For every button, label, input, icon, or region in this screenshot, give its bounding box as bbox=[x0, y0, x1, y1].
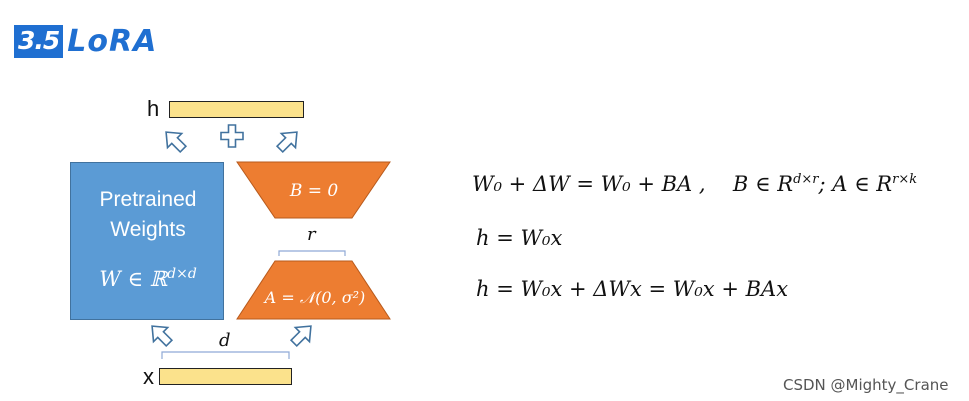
equation-1-a-exponent: r×k bbox=[892, 172, 918, 187]
equation-1-a: ; A ∈ R bbox=[818, 172, 893, 196]
arrow-into-weights-icon bbox=[151, 325, 174, 348]
section-heading: 3.5 LoRA bbox=[14, 23, 158, 59]
matrix-a-trapezoid bbox=[236, 260, 391, 320]
equation-1-b: B ∈ R bbox=[732, 172, 794, 196]
equation-3: h = W₀x + ΔWx = W₀x + BAx bbox=[476, 277, 789, 301]
dimension-label: d bbox=[219, 330, 231, 351]
input-bar bbox=[159, 368, 292, 385]
equation-2: h = W₀x bbox=[476, 226, 563, 250]
watermark: CSDN @Mighty_Crane bbox=[783, 376, 949, 394]
pretrained-weights-box: Pretrained Weights W ∈ ℝd×d bbox=[70, 162, 224, 320]
weights-formula: W ∈ ℝd×d bbox=[71, 266, 225, 291]
rank-brace bbox=[278, 250, 346, 256]
input-label: x bbox=[143, 364, 154, 389]
section-title: LoRA bbox=[67, 23, 158, 59]
output-bar bbox=[169, 101, 304, 118]
rank-label: r bbox=[307, 224, 316, 245]
weights-line1: Pretrained bbox=[99, 188, 197, 211]
matrix-a-label: A = 𝒩(0, σ²) bbox=[264, 288, 366, 307]
dimension-brace bbox=[161, 351, 290, 359]
matrix-b-label: B = 0 bbox=[289, 181, 339, 201]
weights-formula-base: W ∈ ℝ bbox=[99, 267, 168, 291]
output-label: h bbox=[147, 96, 160, 121]
weights-line2: Weights bbox=[110, 218, 186, 241]
equation-1: W₀ + ΔW = W₀ + BA , B ∈ Rd×r; A ∈ Rr×k bbox=[472, 172, 917, 196]
section-number: 3.5 bbox=[14, 24, 64, 58]
arrow-up-right-icon bbox=[165, 131, 188, 154]
equation-1-main: W₀ + ΔW = W₀ + BA , bbox=[472, 172, 706, 196]
weights-formula-exponent: d×d bbox=[167, 266, 197, 282]
arrow-into-a-icon bbox=[289, 325, 312, 348]
arrow-up-left-icon bbox=[275, 131, 298, 154]
matrix-b-trapezoid bbox=[236, 161, 391, 219]
plus-icon bbox=[220, 124, 244, 148]
equation-1-b-exponent: d×r bbox=[793, 172, 819, 187]
